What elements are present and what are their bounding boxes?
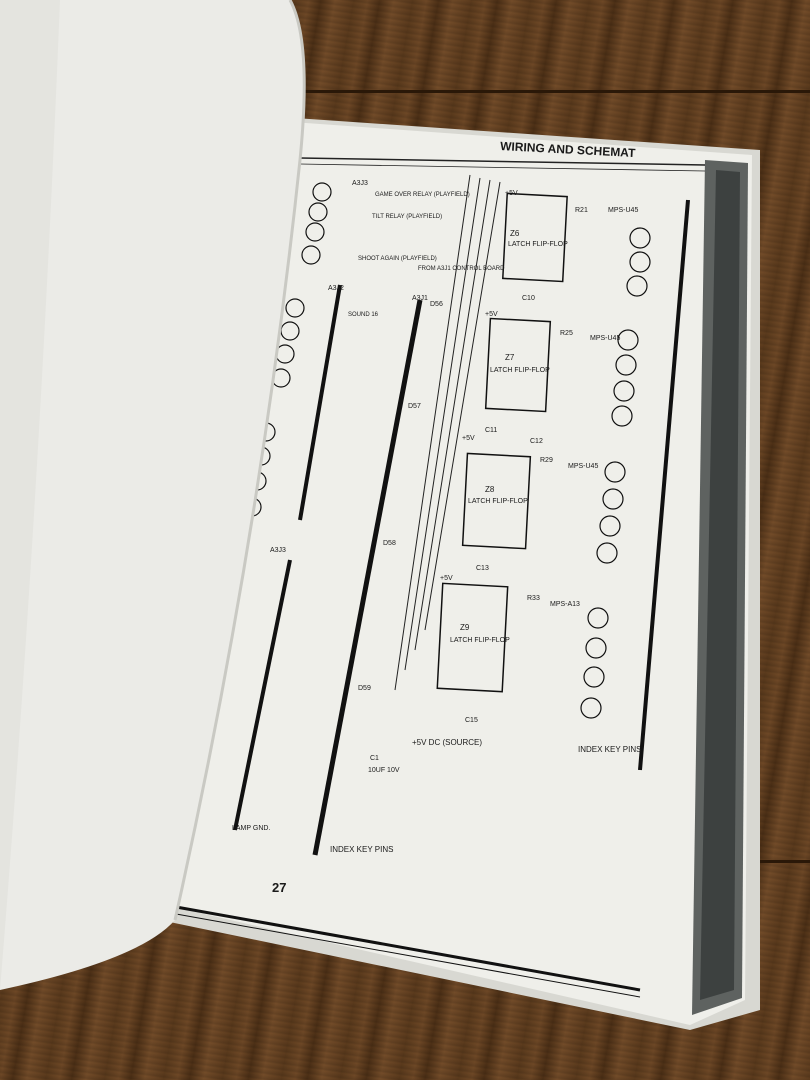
svg-text:C13: C13 — [476, 565, 489, 572]
svg-text:Z6: Z6 — [510, 229, 520, 238]
relay-label-l4: SOUND 16 — [348, 312, 379, 318]
bus-line-right — [638, 199, 690, 771]
power-cap: C1 — [370, 755, 379, 762]
wire — [394, 174, 471, 691]
from-board-label: FROM A3J1 CONTROL BOARD — [418, 266, 505, 272]
header-rule — [299, 163, 706, 172]
svg-text:LATCH FLIP-FLOP: LATCH FLIP-FLOP — [490, 367, 550, 374]
svg-text:Z7: Z7 — [505, 353, 515, 362]
bus-line-left — [312, 299, 423, 856]
svg-text:C11: C11 — [485, 427, 497, 434]
svg-text:C10: C10 — [522, 295, 535, 302]
power-label: +5V DC (SOURCE) — [412, 738, 482, 747]
bus-line-a3j3 — [233, 559, 292, 831]
plank-gap — [0, 90, 810, 93]
transistor-column-right — [580, 227, 651, 719]
flipflop-z8: Z8 LATCH FLIP-FLOP R29 MPS-U45 C13 C12 — [461, 438, 598, 572]
relay-label-l1: GAME OVER RELAY (PLAYFIELD) — [375, 192, 470, 198]
supply-label: +5V — [505, 190, 518, 197]
svg-text:LATCH FLIP-FLOP: LATCH FLIP-FLOP — [468, 498, 528, 505]
flipflop-z7: Z7 LATCH FLIP-FLOP R25 MPS-U45 C11 — [484, 317, 620, 434]
svg-text:MPS-A13: MPS-A13 — [550, 601, 580, 608]
supply-label: +5V — [440, 575, 453, 582]
supply-label: +5V — [485, 311, 498, 318]
lamp-gnd-label: LAMP GND. — [232, 825, 270, 832]
left-page-shade — [0, 0, 60, 990]
binding-strip-inner — [700, 170, 740, 1000]
power-cap-value: 10UF 10V — [368, 767, 400, 774]
connector-a3j2: A3J2 — [328, 285, 344, 292]
bus-line-a3j2 — [298, 284, 342, 521]
svg-text:LATCH FLIP-FLOP: LATCH FLIP-FLOP — [450, 637, 510, 644]
data-line-d58: D58 — [383, 540, 396, 547]
index-key-right: INDEX KEY PINS — [578, 745, 641, 754]
flipflop-z9: Z9 LATCH FLIP-FLOP R33 MPS-A13 C15 — [436, 582, 580, 724]
svg-text:R25: R25 — [560, 330, 573, 337]
connector-a3j1: A3J1 — [412, 295, 428, 302]
svg-text:C15: C15 — [465, 717, 478, 724]
wire — [414, 179, 491, 651]
svg-text:Z9: Z9 — [460, 623, 470, 632]
right-page — [165, 122, 752, 1025]
svg-text:LATCH FLIP-FLOP: LATCH FLIP-FLOP — [508, 241, 568, 248]
page-number: 27 — [272, 880, 286, 895]
relay-label-l2: TILT RELAY (PLAYFIELD) — [372, 214, 442, 220]
wire — [424, 181, 501, 631]
left-page — [0, 0, 305, 990]
svg-text:R21: R21 — [575, 207, 588, 214]
svg-text:MPS-U45: MPS-U45 — [608, 207, 638, 214]
footer-rule — [164, 911, 641, 998]
connector-a3j3-top: A3J3 — [352, 180, 368, 187]
data-line-d56: D56 — [430, 301, 443, 308]
data-line-d57: D57 — [408, 403, 421, 410]
svg-text:Z8: Z8 — [485, 485, 495, 494]
svg-text:MPS-U45: MPS-U45 — [568, 463, 598, 470]
wire — [404, 177, 481, 671]
supply-label: +5V — [462, 435, 475, 442]
header-rule — [299, 157, 706, 166]
flipflop-z6: Z6 LATCH FLIP-FLOP R21 MPS-U45 C10 — [502, 192, 638, 302]
footer-rule — [164, 903, 641, 992]
svg-text:MPS-U45: MPS-U45 — [590, 335, 620, 342]
data-line-d59: D59 — [358, 685, 371, 692]
relay-label-l3: SHOOT AGAIN (PLAYFIELD) — [358, 256, 437, 262]
index-key-left: INDEX KEY PINS — [330, 845, 393, 854]
svg-text:R33: R33 — [527, 595, 540, 602]
connector-a3j3-bottom: A3J3 — [270, 547, 286, 554]
svg-text:C12: C12 — [530, 438, 543, 445]
left-page-edge — [173, 0, 306, 921]
svg-text:R29: R29 — [540, 457, 553, 464]
